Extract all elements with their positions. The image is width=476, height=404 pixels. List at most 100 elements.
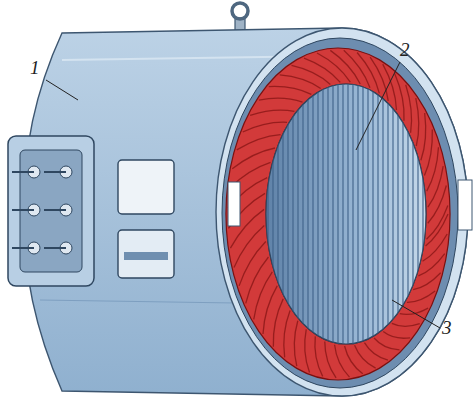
terminal-stud <box>44 171 66 173</box>
coil-stroke <box>325 342 336 378</box>
core-slot-line <box>392 80 393 350</box>
coil-stroke <box>413 273 441 290</box>
coil-stroke <box>426 214 448 246</box>
core-slot-line <box>297 80 298 350</box>
coil-stroke <box>392 323 420 326</box>
coil-stroke <box>259 98 303 102</box>
inner-rim <box>222 38 458 388</box>
stator-winding <box>226 48 450 380</box>
coil-stroke <box>400 308 428 314</box>
callout-number: 2 <box>400 40 410 59</box>
terminal-box-frame <box>8 136 94 286</box>
leader-line <box>356 62 400 150</box>
coil-stroke <box>383 332 410 339</box>
leader-line <box>392 300 440 328</box>
vent-window <box>118 160 174 214</box>
core-slot-line <box>307 80 308 350</box>
coil-stroke <box>294 321 298 366</box>
core-slot-line <box>417 80 418 350</box>
callout-number: 1 <box>30 58 40 77</box>
coil-stroke <box>315 336 323 376</box>
core-slot-line <box>372 80 373 350</box>
core-slot-line <box>402 80 403 350</box>
core-slot-line <box>292 80 293 350</box>
coil-stroke <box>263 286 277 334</box>
terminal-pin <box>12 204 40 216</box>
winding-coils <box>228 50 448 378</box>
coil-stroke <box>374 338 399 350</box>
coil-stroke <box>418 254 444 276</box>
coil-stroke <box>344 50 370 88</box>
core-slots <box>268 80 423 350</box>
terminal-pins <box>12 166 72 254</box>
coil-stroke <box>269 86 312 94</box>
coil-stroke <box>407 291 435 302</box>
coil-stroke <box>421 113 426 160</box>
coil-stroke <box>239 241 266 285</box>
coil-stroke <box>284 311 290 358</box>
coil-stroke <box>355 345 376 368</box>
core-slot-line <box>277 80 278 350</box>
core-slot-line <box>312 80 313 350</box>
terminal-box <box>8 136 94 286</box>
coil-stroke <box>254 272 273 320</box>
core-slot-line <box>397 80 398 350</box>
coil-stroke <box>416 98 419 146</box>
coil-stroke <box>426 205 447 239</box>
terminal-stud <box>44 247 66 249</box>
coil-stroke <box>428 186 447 224</box>
core-slot-line <box>422 80 423 350</box>
coil-stroke <box>280 75 321 89</box>
coil-stroke <box>406 85 412 133</box>
core-slot-line <box>327 80 328 350</box>
coil-stroke <box>330 50 360 84</box>
coil-stroke <box>345 346 363 374</box>
coil-stroke <box>335 345 350 377</box>
vent-window <box>118 230 174 278</box>
core-slot-line <box>367 80 368 350</box>
front-rim <box>216 28 468 396</box>
terminal-pin <box>44 242 72 254</box>
core-slot-line <box>362 80 363 350</box>
core-slot-line <box>352 80 353 350</box>
core-slot-line <box>317 80 318 350</box>
coil-stroke <box>364 343 387 361</box>
core-slot-line <box>332 80 333 350</box>
core-slot-line <box>272 80 273 350</box>
core-slot-line <box>357 80 358 350</box>
core-slot-line <box>412 80 413 350</box>
core-slot-line <box>287 80 288 350</box>
terminal-stud <box>12 171 34 173</box>
terminal-stud <box>12 247 34 249</box>
coil-stroke <box>234 226 264 268</box>
stator-core-bore <box>266 84 426 344</box>
coil-stroke <box>237 135 281 150</box>
callout-number: 3 <box>442 318 452 337</box>
leader-lines <box>46 62 440 328</box>
core-slot-line <box>342 80 343 350</box>
terminal-pin <box>44 166 72 178</box>
coil-stroke <box>427 147 439 191</box>
core-slot-line <box>377 80 378 350</box>
coil-stroke <box>250 110 294 115</box>
rim-notch <box>228 182 240 226</box>
coil-stroke <box>317 53 350 82</box>
core-slot-line <box>282 80 283 350</box>
leader-line <box>46 80 78 100</box>
terminal-stud <box>12 209 34 211</box>
terminal-pin <box>12 242 40 254</box>
vent-slot <box>124 252 168 260</box>
core-slot-line <box>322 80 323 350</box>
coil-stroke <box>305 329 310 372</box>
core-slot-line <box>387 80 388 350</box>
coil-stroke <box>423 234 448 261</box>
core-slot-line <box>337 80 338 350</box>
terminal-pin <box>12 166 40 178</box>
terminal-stud <box>44 209 66 211</box>
eyebolt-ring <box>232 3 248 19</box>
core-slot-line <box>302 80 303 350</box>
rim-notch <box>458 180 472 230</box>
coil-stroke <box>232 148 275 169</box>
